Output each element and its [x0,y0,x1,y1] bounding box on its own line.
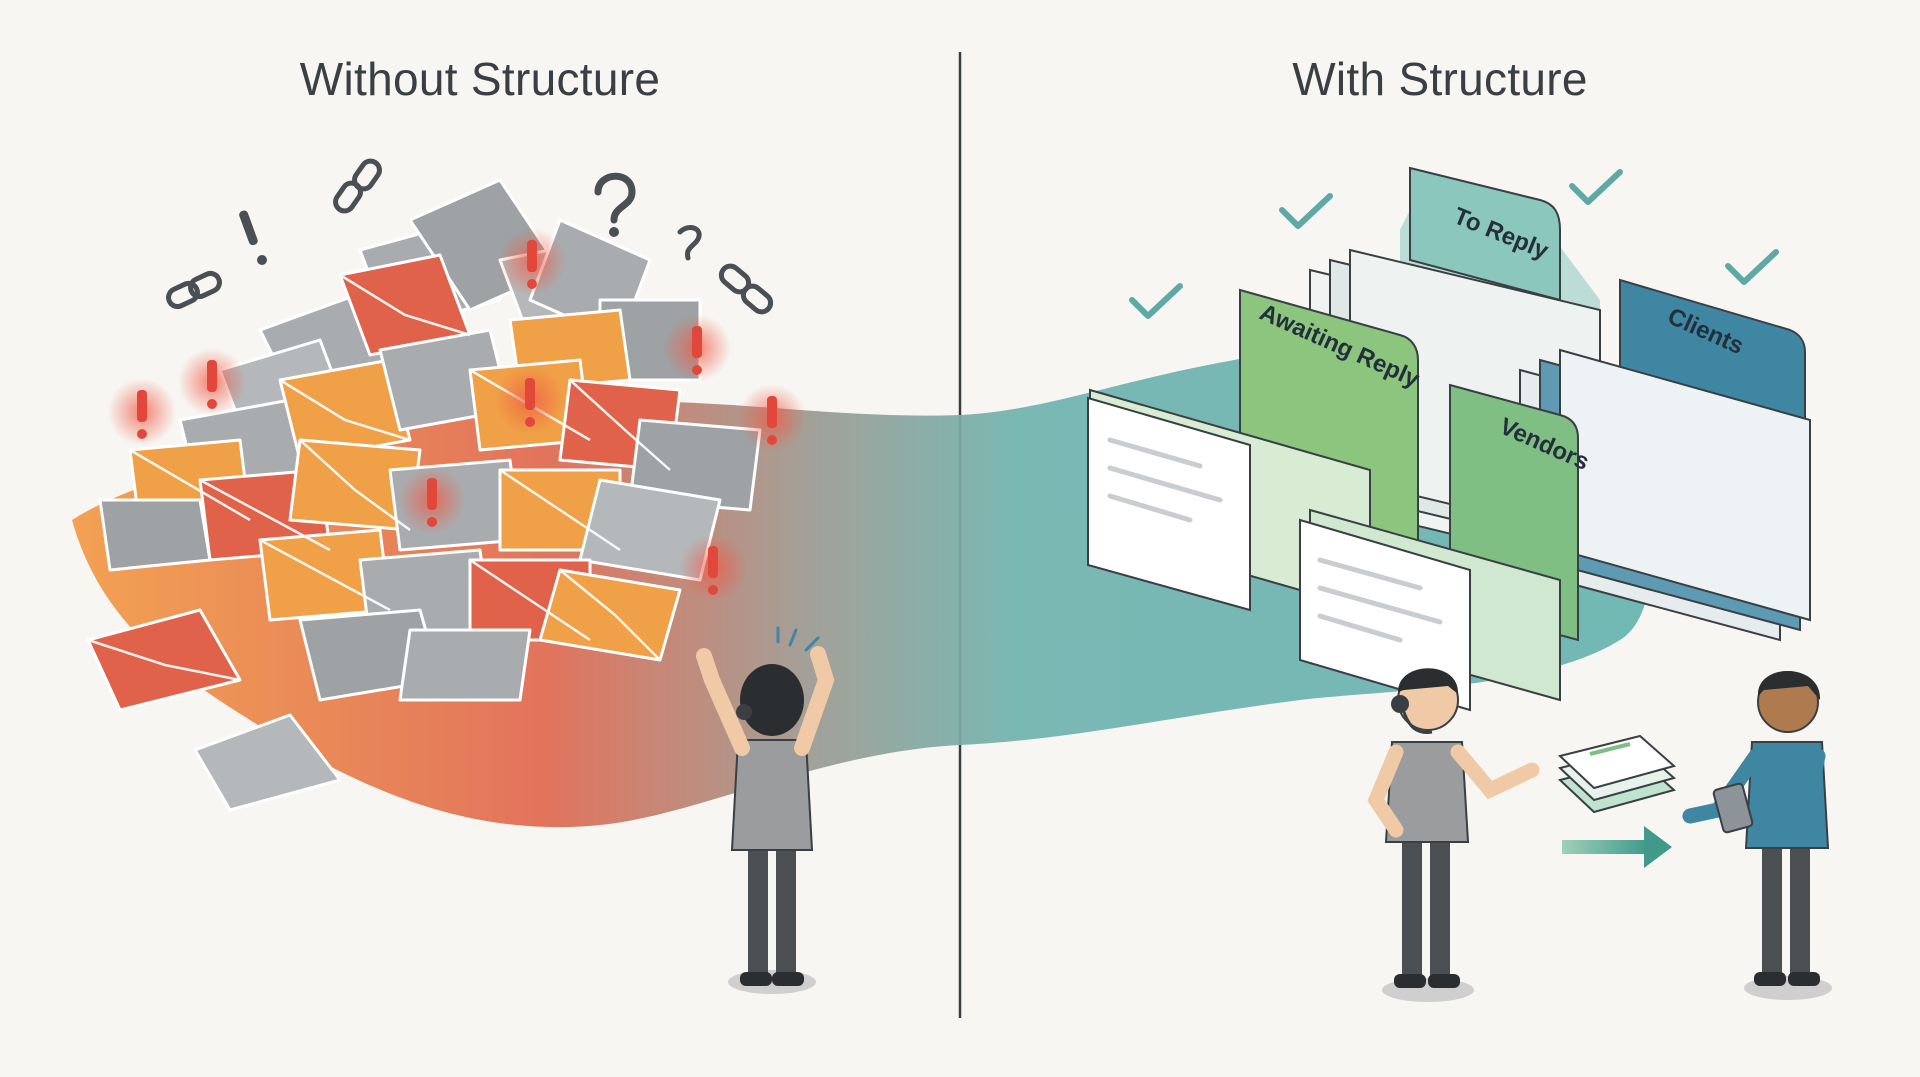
envelope-icon [398,628,532,702]
envelope-icon [98,498,212,572]
stress-marks [776,626,820,652]
exclamation-icon [498,228,566,296]
question-icon [594,172,636,237]
exclamation-icon [663,314,731,382]
envelope-icon [628,418,762,512]
colleague-person [1682,670,1832,1000]
checkmark-icon [1569,169,1623,205]
exclamation-icon [178,348,246,416]
right-panel-title: With Structure [1292,53,1588,105]
checkmark-icon [1279,193,1333,229]
folder-icon [1087,288,1419,612]
chain-link-icon [166,270,222,310]
headset-icon [736,704,752,720]
exclamation-icon [679,534,747,602]
envelope-icon [193,713,342,812]
chain-link-icon [333,158,382,214]
checkmark-icon [1129,283,1183,319]
folder-icon [1299,383,1579,712]
headset-icon [1391,695,1433,734]
left-panel-title: Without Structure [299,53,661,105]
exclamation-icon [108,378,176,446]
exclamation-icon [738,384,806,452]
chain-link-icon [718,263,774,315]
support-agent [1367,668,1540,1002]
checkmark-icon [1725,249,1779,285]
question-icon [677,225,702,261]
arrow-right-icon [1562,826,1672,868]
document-stack [1557,734,1677,814]
exclamation-icon [496,366,564,434]
document-lines [1107,437,1223,523]
alert-markers [108,228,806,602]
tablet-icon [1712,782,1754,834]
exclamation-icon [398,466,466,534]
stressed-person [696,626,835,994]
folder-icon [1519,278,1811,642]
document-lines [1317,557,1443,643]
exclamation-icon [239,210,267,265]
